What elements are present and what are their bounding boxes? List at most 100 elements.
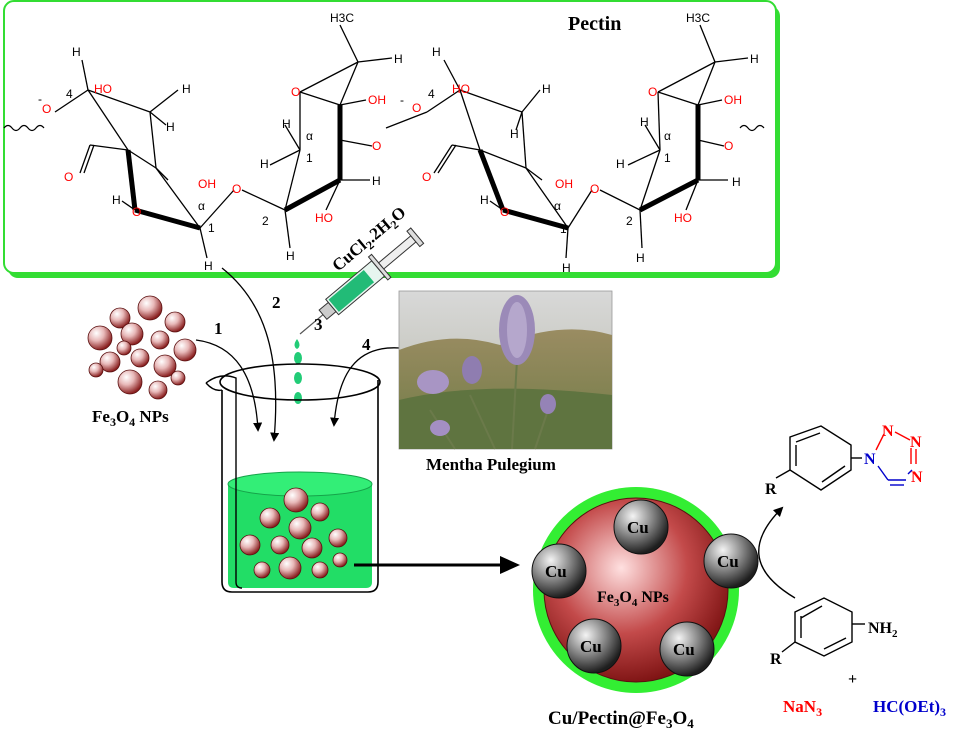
atom-ho: HO	[452, 82, 470, 96]
atom-h: H	[166, 120, 175, 134]
step-arrows	[195, 267, 401, 442]
nanoparticles-label: Fe3O4 NPs	[92, 407, 169, 429]
atom-h: H	[510, 127, 519, 141]
cucl2-drops	[294, 339, 302, 404]
tetrazole-n1: N	[864, 451, 876, 468]
main-arrow	[354, 556, 520, 574]
cu-sphere-5: Cu	[659, 621, 715, 677]
atom-h: H	[182, 82, 191, 96]
atom-o: O	[291, 85, 300, 99]
catalyst-name: Cu/Pectin@Fe3O4	[548, 708, 694, 729]
nanoparticle-cluster-icon	[87, 295, 197, 400]
tetrazole-n4: N	[911, 469, 923, 486]
cu-sphere-3: Cu	[531, 543, 587, 599]
plant-label: Mentha Pulegium	[426, 455, 556, 474]
pectin-ring-3	[385, 59, 593, 259]
atom-o: O	[724, 139, 733, 153]
atom-h: H	[432, 45, 441, 59]
plant-photo	[398, 290, 613, 450]
cu-sphere-1: Cu	[613, 499, 669, 555]
atom-h: H	[750, 52, 759, 66]
atom-ho: HO	[94, 82, 112, 96]
tetrazole-ring-icon	[875, 431, 917, 486]
cu-sphere-4: Cu	[566, 618, 622, 674]
pectin-ring-2	[241, 24, 393, 249]
atom-oh: OH	[724, 93, 742, 107]
atom-h: H	[542, 82, 551, 96]
atom-h: H	[372, 174, 381, 188]
atom-o: O	[412, 101, 421, 115]
atom-number: 1	[306, 151, 313, 165]
atom-h: H	[282, 117, 291, 131]
atom-o: O	[232, 182, 241, 196]
atom-ho: HO	[674, 211, 692, 225]
atom-alpha: α	[306, 129, 313, 143]
atom-o: O	[132, 205, 141, 219]
reaction-plus: +	[848, 671, 857, 688]
pectin-ring-1	[54, 59, 235, 259]
atom-o: O	[590, 182, 599, 196]
atom-number: 4	[66, 87, 73, 101]
step-4-label: 4	[362, 335, 371, 354]
cu-sphere-2: Cu	[703, 533, 759, 589]
atom-minus: -	[38, 92, 42, 106]
atom-o: O	[64, 170, 73, 184]
atom-alpha: α	[554, 199, 561, 213]
tetrazole-n2: N	[882, 423, 894, 440]
atom-h: H	[72, 45, 81, 59]
atom-o: O	[372, 139, 381, 153]
pectin-title: Pectin	[568, 13, 621, 35]
benzene-ring-icon	[775, 425, 862, 491]
atom-o: O	[648, 85, 657, 99]
reaction-arrow	[758, 506, 796, 599]
atom-number: 1	[664, 151, 671, 165]
cu-label: Cu	[717, 552, 739, 571]
cu-label: Cu	[673, 640, 695, 659]
pectin-ring-4	[599, 24, 749, 249]
beaker-icon	[205, 363, 381, 593]
atom-alpha: α	[198, 199, 205, 213]
atom-number: 1	[560, 222, 567, 236]
atom-minus: -	[400, 93, 404, 107]
atom-h: H	[394, 52, 403, 66]
atom-h: H	[616, 157, 625, 171]
atom-h3c: H3C	[686, 11, 710, 25]
cu-label: Cu	[627, 518, 649, 537]
atom-h: H	[480, 193, 489, 207]
step-2-label: 2	[272, 293, 281, 312]
aniline-r-group: R	[770, 651, 782, 668]
syringe-icon	[299, 227, 425, 335]
atom-o: O	[42, 102, 51, 116]
product-r-group: R	[765, 481, 777, 498]
atom-number: 1	[208, 221, 215, 235]
pectin-box: Pectin O - 4 H HO	[3, 0, 780, 278]
atom-o: O	[422, 170, 431, 184]
reagent-nan3: NaN3	[783, 697, 822, 719]
atom-h: H	[112, 193, 121, 207]
step-1-label: 1	[214, 319, 223, 338]
atom-h: H	[732, 175, 741, 189]
atom-o: O	[500, 205, 509, 219]
atom-h: H	[286, 249, 295, 263]
atom-oh: OH	[555, 177, 573, 191]
atom-h: H	[204, 259, 213, 273]
step-3-label: 3	[314, 315, 323, 334]
atom-alpha: α	[664, 129, 671, 143]
atom-ho: HO	[315, 211, 333, 225]
atom-number: 4	[428, 87, 435, 101]
aniline-ring-icon	[781, 597, 865, 657]
atom-number: 2	[262, 214, 269, 228]
aniline-nh2: NH2	[868, 620, 898, 640]
atom-oh: OH	[198, 177, 216, 191]
reagent-hcoet3: HC(OEt)3	[873, 697, 946, 719]
cu-label: Cu	[545, 562, 567, 581]
atom-h: H	[562, 261, 571, 275]
atom-h: H	[636, 251, 645, 265]
atom-h3c: H3C	[330, 11, 354, 25]
atom-oh: OH	[368, 93, 386, 107]
atom-h: H	[260, 157, 269, 171]
atom-h: H	[640, 115, 649, 129]
tetrazole-n3: N	[910, 434, 922, 451]
atom-number: 2	[626, 214, 633, 228]
